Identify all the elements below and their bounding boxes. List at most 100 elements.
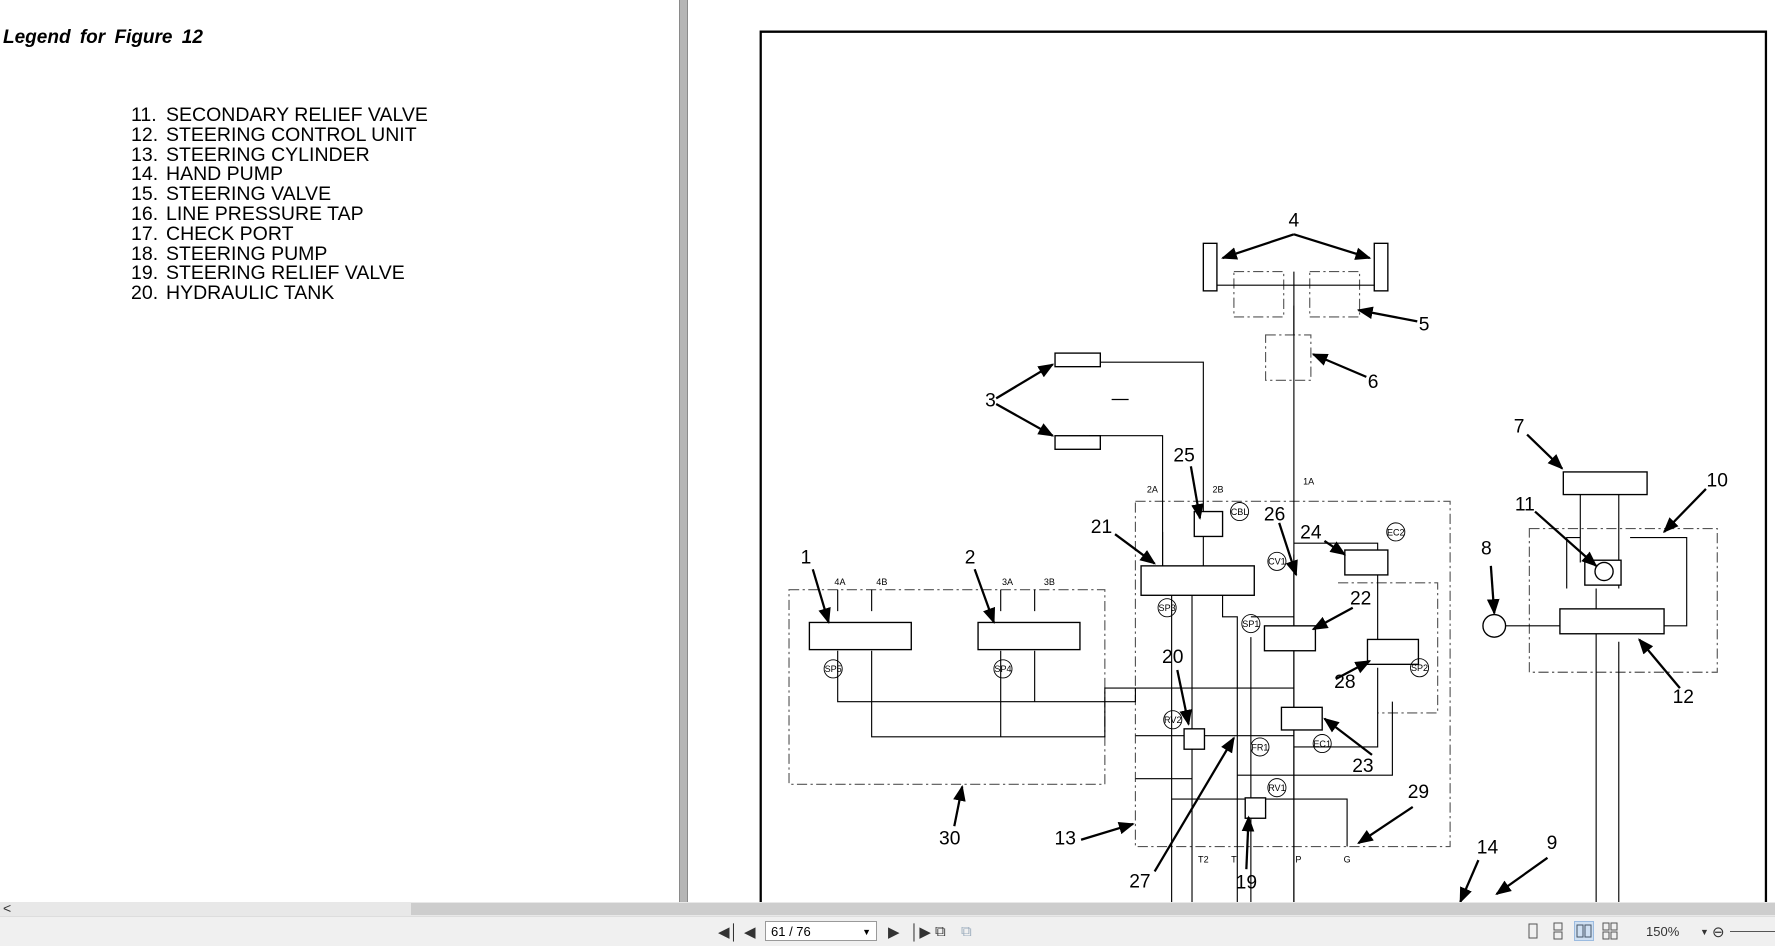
legend-item-number: 13. — [131, 143, 159, 166]
hydraulic-line — [871, 650, 1136, 738]
tag-circle — [1163, 710, 1183, 730]
zoom-level[interactable]: 150% — [1646, 924, 1680, 939]
callout-2: 2 — [965, 548, 976, 569]
diagram-frame — [759, 30, 1768, 902]
callout-25: 25 — [1173, 446, 1194, 467]
cylinder-right — [1373, 242, 1389, 292]
directional-valve-21 — [1140, 565, 1255, 596]
motor-symbol-11 — [1594, 561, 1614, 582]
prev-page-icon[interactable]: ◀ — [744, 924, 756, 941]
page-separator — [679, 0, 688, 902]
legend-item-label: HAND PUMP — [166, 163, 284, 186]
callout-arrow — [1114, 533, 1156, 565]
callout-11: 11 — [1515, 494, 1535, 515]
legend-item-number: 16. — [131, 202, 159, 225]
callout-7: 7 — [1514, 416, 1525, 437]
tag-SP1: SP1 — [1242, 619, 1259, 629]
tag-2A: 2A — [1147, 484, 1159, 494]
zoom-out-icon[interactable]: ⊖ — [1712, 924, 1725, 941]
scroll-left-button[interactable]: < — [3, 900, 12, 916]
hydraulic-line — [1237, 701, 1393, 776]
tag-SP3: SP3 — [1159, 603, 1176, 613]
callout-26: 26 — [1264, 505, 1285, 526]
hydraulic-line — [1088, 361, 1204, 532]
tag-circle — [1410, 658, 1430, 678]
legend-item: 15.STEERING VALVE — [131, 183, 428, 206]
hand-pump-cylinder — [1562, 471, 1648, 496]
valve-23 — [1280, 706, 1323, 731]
legend-item: 14. HAND PUMP — [131, 163, 428, 186]
legend-title: Legend for Figure 12 — [3, 27, 203, 48]
callout-10: 10 — [1707, 471, 1728, 492]
legend-item: 18.STEERING PUMP — [131, 242, 428, 265]
hydraulic-line — [1293, 542, 1379, 640]
page-number-input[interactable]: 61 / 76 ▼ — [765, 921, 877, 941]
zoom-dropdown-icon[interactable]: ▼ — [1700, 927, 1709, 937]
callout-12: 12 — [1673, 687, 1694, 708]
scrollbar-thumb[interactable] — [411, 903, 1775, 915]
chevron-down-icon[interactable]: ▼ — [862, 927, 871, 937]
callout-20: 20 — [1162, 647, 1183, 668]
rotate-icon[interactable]: ⧉ — [935, 923, 946, 940]
callout-14: 14 — [1477, 837, 1499, 858]
callout-arrow — [1153, 736, 1235, 873]
callout-19: 19 — [1236, 872, 1257, 893]
zoom-slider[interactable] — [1730, 931, 1775, 932]
tag-circle — [1241, 614, 1261, 634]
callout-arrow — [1459, 859, 1480, 904]
tag-CV1: CV1 — [1268, 557, 1286, 567]
legend-item-label: STEERING CYLINDER — [166, 143, 370, 166]
legend-item: 20.HYDRAULIC TANK — [131, 282, 428, 305]
tag-CBL: CBL — [1231, 507, 1249, 517]
callout-23: 23 — [1352, 756, 1373, 777]
tag-T: T — [1231, 854, 1237, 864]
tag-T2: T2 — [1198, 854, 1209, 864]
tag-circle — [1312, 734, 1332, 754]
tag-circle — [1386, 522, 1406, 542]
callout-arrow — [995, 363, 1055, 400]
callout-arrow — [1221, 233, 1295, 260]
valve-group-30 — [788, 589, 1106, 785]
tag-EC1: EC1 — [1313, 739, 1331, 749]
hydraulic-line — [1630, 537, 1688, 627]
cylinder-left — [1202, 242, 1218, 292]
tag-circle — [1230, 502, 1250, 522]
legend-item-label: HYDRAULIC TANK — [166, 282, 335, 305]
tag-circle — [823, 659, 843, 679]
callout-arrow — [1526, 433, 1564, 470]
tag-SP5: SP5 — [825, 664, 842, 674]
callout-arrow — [1534, 510, 1598, 567]
two-page-icon[interactable] — [1574, 921, 1594, 941]
steering-unit-10 — [1528, 527, 1718, 673]
callout-29: 29 — [1408, 782, 1429, 803]
first-page-icon[interactable]: ◀│ — [718, 924, 739, 941]
legend-item-label: STEERING CONTROL UNIT — [166, 123, 417, 146]
legend-item-label: STEERING PUMP — [166, 242, 328, 265]
directional-valve-2 — [977, 621, 1081, 651]
callout-arrow — [1311, 353, 1367, 378]
single-page-icon[interactable] — [1523, 921, 1543, 941]
tag-4B: 4B — [876, 577, 887, 587]
legend-item-number: 19. — [131, 262, 159, 285]
callout-arrow — [1293, 233, 1372, 260]
left-page: Legend for Figure 12 11.SECONDARY RELIEF… — [0, 0, 679, 902]
callout-arrow — [1486, 565, 1500, 615]
continuous-icon[interactable] — [1548, 921, 1568, 941]
last-page-icon[interactable]: │▶ — [910, 924, 931, 941]
hydraulic-line — [1088, 435, 1164, 566]
legend-item-number: 14. — [131, 163, 159, 186]
extract-icon[interactable]: ⧉ — [961, 923, 972, 940]
tag-3B: 3B — [1044, 577, 1055, 587]
valve-22 — [1263, 625, 1317, 652]
legend-item: 17.CHECK PORT — [131, 222, 428, 245]
horizontal-scrollbar[interactable]: < — [0, 900, 1775, 916]
hydraulic-line — [1293, 667, 1379, 748]
two-page-continuous-icon[interactable] — [1600, 921, 1620, 941]
callout-arrow — [1356, 306, 1418, 323]
valve-24 — [1344, 549, 1389, 576]
next-page-icon[interactable]: ▶ — [888, 924, 900, 941]
valve-block-13 — [1134, 500, 1451, 848]
legend-item-number: 15. — [131, 183, 159, 206]
legend-item: 13. STEERING CYLINDER — [131, 143, 428, 166]
legend-item-number: 17. — [131, 222, 159, 245]
